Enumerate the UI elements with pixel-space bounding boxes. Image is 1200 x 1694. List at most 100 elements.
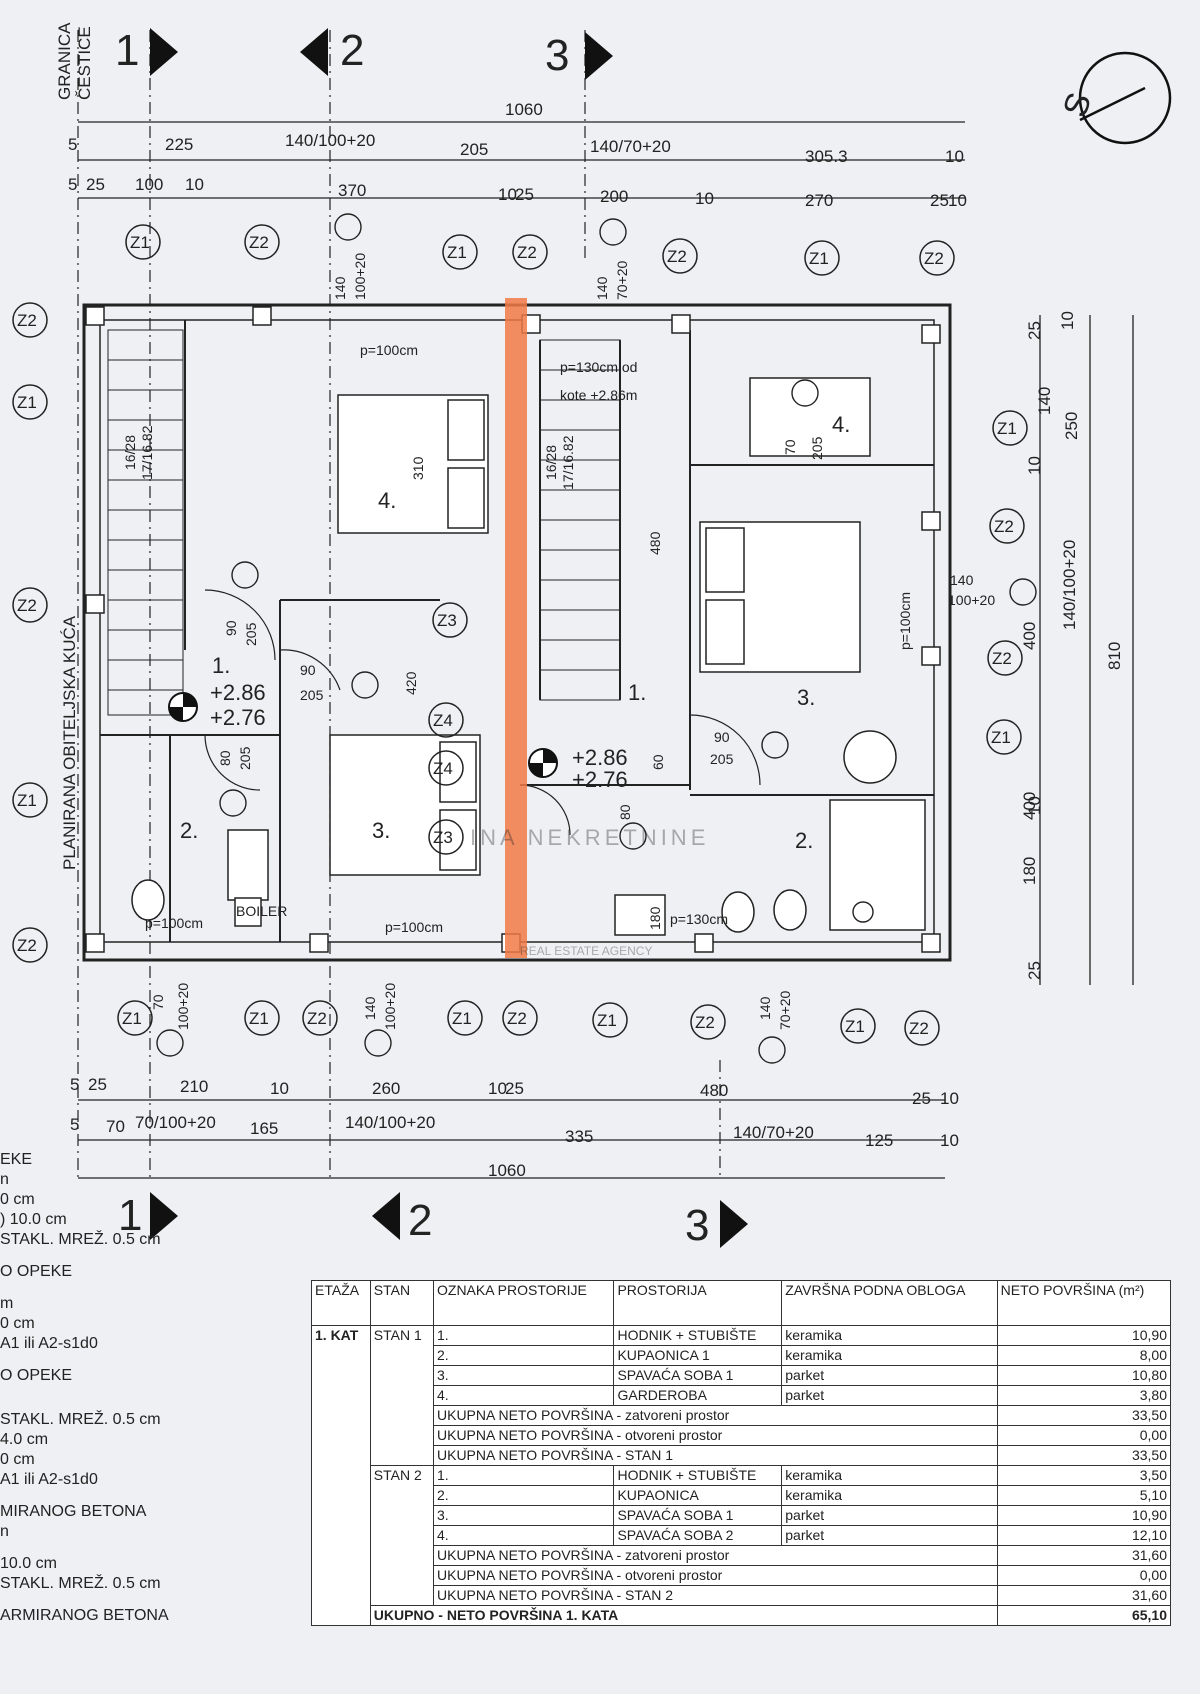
svg-text:25: 25 xyxy=(1025,961,1044,980)
room-label-3-left: 3. xyxy=(372,818,390,843)
svg-text:Z2: Z2 xyxy=(667,247,687,266)
svg-text:p=130cm od: p=130cm od xyxy=(560,359,637,375)
svg-text:70+20: 70+20 xyxy=(614,260,630,300)
plot-boundary-label: GRANICA xyxy=(55,22,74,100)
svg-text:Z3: Z3 xyxy=(437,611,457,630)
svg-text:p=100cm: p=100cm xyxy=(385,919,443,935)
room-label-1-right: 1. xyxy=(628,680,646,705)
svg-text:Z1: Z1 xyxy=(597,1011,617,1030)
svg-text:90: 90 xyxy=(714,729,730,745)
svg-text:Z3: Z3 xyxy=(433,828,453,847)
svg-text:2: 2 xyxy=(340,26,364,75)
svg-text:180: 180 xyxy=(1020,857,1039,885)
svg-text:Z1: Z1 xyxy=(447,243,467,262)
table-row: UKUPNA NETO POVRŠINA - zatvoreni prostor… xyxy=(312,1405,1172,1426)
wall-tags xyxy=(12,224,1028,1046)
svg-text:90: 90 xyxy=(300,662,316,678)
dim-bottom-total: 1060 xyxy=(488,1161,526,1180)
svg-text:60: 60 xyxy=(650,754,666,770)
room-label-2-left: 2. xyxy=(180,818,198,843)
neighbour-house-label: PLANIRANA OBITELJSKA KUĆA xyxy=(60,615,79,870)
svg-text:2: 2 xyxy=(408,1196,432,1245)
dimension-chain-bottom xyxy=(78,1099,945,1179)
svg-text:205: 205 xyxy=(460,140,488,159)
room-label-2-right: 2. xyxy=(795,828,813,853)
svg-text:BOILER: BOILER xyxy=(236,903,287,919)
svg-text:25: 25 xyxy=(930,191,949,210)
svg-text:370: 370 xyxy=(338,181,366,200)
svg-text:260: 260 xyxy=(372,1079,400,1098)
svg-text:Z2: Z2 xyxy=(994,517,1014,536)
plot-boundary-label-2: ČESTICE xyxy=(75,26,94,100)
svg-text:10: 10 xyxy=(940,1089,959,1108)
svg-text:10: 10 xyxy=(948,191,967,210)
table-header: ETAŽA STAN OZNAKA PROSTORIJE PROSTORIJA … xyxy=(311,1280,1172,1326)
svg-text:480: 480 xyxy=(647,531,663,555)
svg-text:Z2: Z2 xyxy=(249,233,269,252)
svg-text:+2.86: +2.86 xyxy=(572,745,628,770)
svg-text:10: 10 xyxy=(945,147,964,166)
svg-text:Z2: Z2 xyxy=(17,311,37,330)
svg-text:80: 80 xyxy=(217,750,233,766)
svg-text:Z2: Z2 xyxy=(517,243,537,262)
svg-text:205: 205 xyxy=(710,751,734,767)
svg-text:70: 70 xyxy=(782,439,798,455)
watermark-logo: INA NEKRETNINE REAL ESTATE AGENCY xyxy=(470,825,705,958)
door-swings xyxy=(204,589,761,836)
svg-text:Z1: Z1 xyxy=(991,728,1011,747)
svg-text:10: 10 xyxy=(498,185,517,204)
svg-text:1: 1 xyxy=(115,26,139,75)
svg-text:140/100+20: 140/100+20 xyxy=(1060,540,1079,630)
svg-text:90: 90 xyxy=(223,620,239,636)
svg-text:Z2: Z2 xyxy=(992,649,1012,668)
svg-text:REAL ESTATE AGENCY: REAL ESTATE AGENCY xyxy=(520,944,652,958)
svg-text:70: 70 xyxy=(106,1117,125,1136)
svg-text:Z2: Z2 xyxy=(17,596,37,615)
bathroom-fixtures xyxy=(131,730,926,936)
svg-text:Z1: Z1 xyxy=(122,1009,142,1028)
svg-text:10: 10 xyxy=(1058,311,1077,330)
svg-text:Z1: Z1 xyxy=(845,1017,865,1036)
section-marker-1-top: 1 xyxy=(115,26,178,76)
dimension-chain-right xyxy=(1039,315,1134,985)
svg-text:210: 210 xyxy=(180,1077,208,1096)
svg-text:140/100+20: 140/100+20 xyxy=(285,131,375,150)
svg-text:p=100cm: p=100cm xyxy=(145,915,203,931)
svg-text:100: 100 xyxy=(135,175,163,194)
svg-text:Z2: Z2 xyxy=(507,1009,527,1028)
svg-text:Z1: Z1 xyxy=(17,791,37,810)
svg-text:1: 1 xyxy=(118,1191,142,1240)
svg-text:p=100cm: p=100cm xyxy=(360,342,418,358)
svg-text:25: 25 xyxy=(515,185,534,204)
svg-text:400: 400 xyxy=(1020,622,1039,650)
svg-text:Z2: Z2 xyxy=(17,936,37,955)
room-label-4-right: 4. xyxy=(832,412,850,437)
svg-text:140/70+20: 140/70+20 xyxy=(733,1123,814,1142)
svg-text:Z2: Z2 xyxy=(307,1009,327,1028)
svg-text:100+20: 100+20 xyxy=(352,253,368,300)
svg-text:25: 25 xyxy=(86,175,105,194)
bed-room3-right xyxy=(699,521,861,673)
room-label-4-left: 4. xyxy=(378,488,396,513)
dimension-chain-top xyxy=(78,121,965,199)
svg-text:180: 180 xyxy=(647,906,663,930)
svg-text:25: 25 xyxy=(912,1089,931,1108)
staircase-left xyxy=(107,329,184,716)
svg-text:165: 165 xyxy=(250,1119,278,1138)
svg-text:10: 10 xyxy=(488,1079,507,1098)
svg-text:Z1: Z1 xyxy=(249,1009,269,1028)
svg-text:5: 5 xyxy=(70,1115,79,1134)
fixture-circles xyxy=(219,379,874,923)
svg-text:205: 205 xyxy=(300,687,324,703)
svg-text:S: S xyxy=(1056,88,1099,122)
svg-text:17/16.82: 17/16.82 xyxy=(560,435,576,490)
